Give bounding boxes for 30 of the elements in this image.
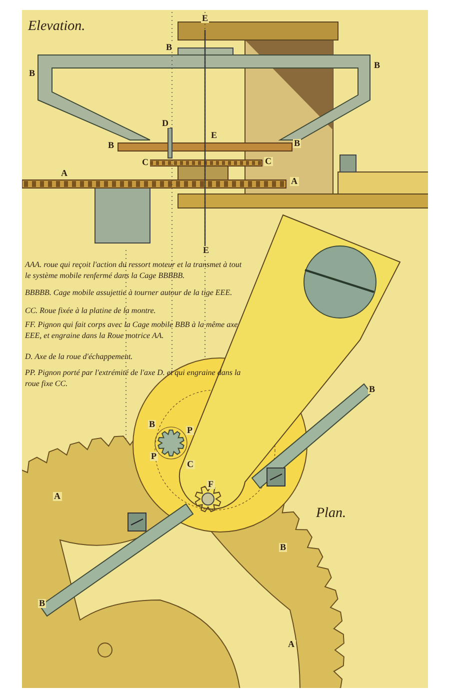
view-title: Elevation.: [28, 20, 86, 34]
part-letter: A: [290, 177, 298, 186]
part-letter: P: [150, 452, 158, 461]
view-title: Plan.: [316, 507, 346, 521]
part-letter: B: [28, 69, 36, 78]
part-letter: F: [207, 480, 214, 489]
key-note: BBBBB. Cage mobile assujettie à tourner autour de la tige EEE.: [25, 288, 234, 299]
key-note: CC. Roue fixée à la platine de la montre.: [25, 306, 157, 317]
part-letter: B: [279, 543, 288, 552]
part-letter: C: [264, 157, 272, 166]
part-letter: E: [201, 14, 210, 23]
part-letter: A: [287, 640, 296, 649]
part-letter: B: [165, 43, 174, 52]
part-letter: B: [293, 139, 302, 148]
key-note: D. Axe de la roue d'échappement.: [25, 352, 134, 363]
key-note: FF. Pignon qui fait corps avec la Cage mobile BBB à la même axe EEE, et engraine dans la Roue motrice AA.: [25, 320, 239, 342]
part-letter: C: [141, 158, 150, 167]
part-letter: C: [186, 460, 194, 469]
part-letter: A: [60, 169, 68, 178]
part-letter: B: [148, 420, 156, 429]
part-letter: B: [373, 61, 382, 70]
key-note: AAA. roue qui reçoit l'action du ressort moteur et la transmet à tout le système mobile renfermé dans la Cage BBBBB.: [25, 260, 243, 282]
part-letter: D: [161, 119, 170, 128]
part-letter: E: [210, 131, 218, 140]
part-letter: E: [202, 246, 210, 255]
part-letter: P: [186, 426, 194, 435]
part-letter: B: [38, 599, 46, 608]
part-letter: B: [107, 141, 116, 150]
part-letter: A: [53, 492, 62, 501]
part-letter: B: [368, 385, 376, 394]
